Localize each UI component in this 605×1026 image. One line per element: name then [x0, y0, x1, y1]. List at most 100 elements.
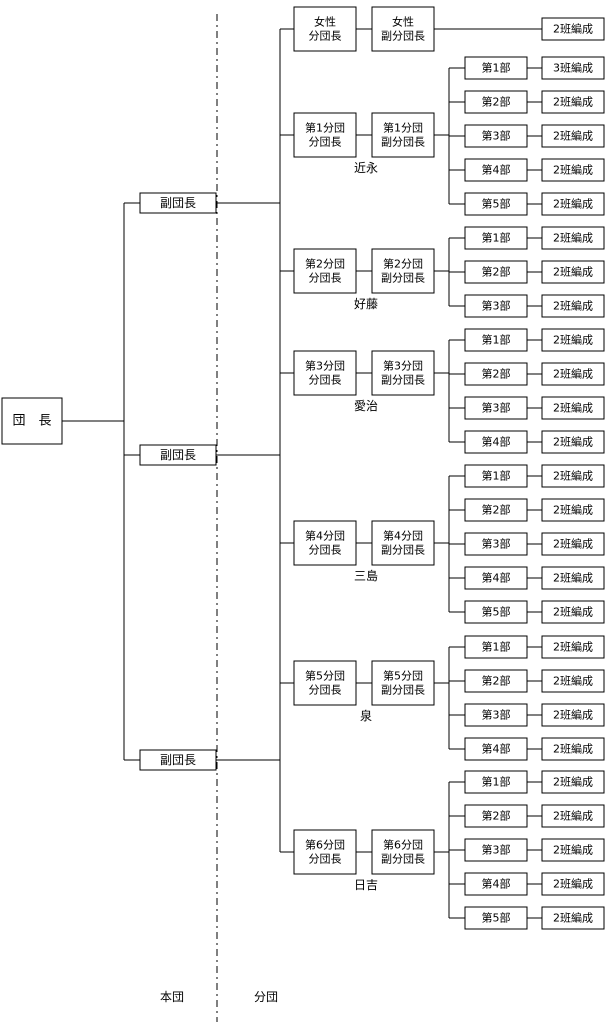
team-node-label: 2班編成	[553, 674, 593, 688]
unit-node-box	[464, 464, 528, 488]
unit-node-label: 第3部	[482, 537, 511, 551]
branch-area-label: 泉	[360, 709, 372, 723]
unit-node-label: 第4部	[482, 877, 511, 891]
team-node-box	[541, 362, 605, 386]
unit-node-box	[464, 872, 528, 896]
vice-head-node-box	[139, 192, 217, 214]
branch-chief-node-label: 第1分団	[305, 121, 345, 135]
unit-node: 第2部	[464, 669, 528, 693]
unit-node-label: 第3部	[482, 843, 511, 857]
unit-node-box	[464, 396, 528, 420]
branch-vice-node-label: 副分団長	[381, 136, 425, 149]
team-node-box	[541, 396, 605, 420]
team-node-box	[541, 532, 605, 556]
branch-area-label: 愛治	[354, 399, 378, 413]
unit-node-box	[464, 192, 528, 216]
branch-vice-node-box	[371, 350, 435, 396]
unit-node: 第5部	[464, 906, 528, 930]
unit-node-box	[464, 498, 528, 522]
team-node-label: 2班編成	[553, 22, 593, 36]
branch-vice-node-label: 第6分団	[383, 838, 423, 852]
unit-node-box	[464, 703, 528, 727]
unit-node-label: 第3部	[482, 129, 511, 143]
unit-node-box	[464, 226, 528, 250]
unit-node-box	[464, 532, 528, 556]
team-node-label: 2班編成	[553, 503, 593, 517]
unit-node-box	[464, 124, 528, 148]
unit-node: 第1部	[464, 464, 528, 488]
branch-chief-node-label: 第6分団	[305, 838, 345, 852]
branch-vice-node-label: 副分団長	[381, 30, 425, 43]
unit-node-label: 第1部	[482, 231, 511, 245]
branch-chief-node-box	[293, 520, 357, 566]
branch-chief-node-label: 第5分団	[305, 669, 345, 683]
unit-node-label: 第5部	[482, 197, 511, 211]
team-node-label: 2班編成	[553, 571, 593, 585]
team-node: 2班編成	[541, 600, 605, 624]
unit-node-box	[464, 566, 528, 590]
team-node-box	[541, 226, 605, 250]
branch-vice-node-label: 第1分団	[383, 121, 423, 135]
head-node-label: 団 長	[12, 414, 51, 429]
unit-node-box	[464, 804, 528, 828]
team-node-box	[541, 906, 605, 930]
team-node-label: 2班編成	[553, 129, 593, 143]
team-node-box	[541, 260, 605, 284]
unit-node-box	[464, 260, 528, 284]
unit-node: 第4部	[464, 872, 528, 896]
team-node-box	[541, 566, 605, 590]
team-node-label: 2班編成	[553, 333, 593, 347]
unit-node-box	[464, 838, 528, 862]
branch-chief-node-label: 女性	[314, 15, 336, 29]
team-node-label: 2班編成	[553, 775, 593, 789]
team-node-label: 2班編成	[553, 401, 593, 415]
unit-node: 第1部	[464, 56, 528, 80]
team-node: 2班編成	[541, 635, 605, 659]
unit-node-box	[464, 600, 528, 624]
team-node-box	[541, 737, 605, 761]
unit-node: 第2部	[464, 260, 528, 284]
team-node-label: 2班編成	[553, 197, 593, 211]
branch-chief-node-box	[293, 660, 357, 706]
vice-head-node-label: 副団長	[160, 448, 196, 462]
team-node-label: 2班編成	[553, 742, 593, 756]
branch-vice-node-label: 副分団長	[381, 374, 425, 387]
unit-node: 第1部	[464, 328, 528, 352]
unit-node-label: 第1部	[482, 775, 511, 789]
unit-node-label: 第3部	[482, 299, 511, 313]
vice-head-node: 副団長	[139, 444, 217, 466]
team-node-box	[541, 804, 605, 828]
section-label-branch: 分団	[254, 990, 278, 1004]
unit-node-box	[464, 770, 528, 794]
unit-node: 第2部	[464, 804, 528, 828]
team-node: 2班編成	[541, 804, 605, 828]
branch-chief-node-label: 分団長	[309, 30, 342, 43]
unit-node-label: 第1部	[482, 61, 511, 75]
unit-node: 第2部	[464, 362, 528, 386]
unit-node-label: 第2部	[482, 674, 511, 688]
team-node: 2班編成	[541, 669, 605, 693]
branch-chief-node-box	[293, 829, 357, 875]
team-node-label: 2班編成	[553, 537, 593, 551]
branch-vice-node-box	[371, 829, 435, 875]
branch-chief-node-label: 第2分団	[305, 257, 345, 271]
team-node-label: 2班編成	[553, 708, 593, 722]
section-label-main: 本団	[160, 990, 184, 1004]
vice-head-node-box	[139, 444, 217, 466]
team-node-label: 2班編成	[553, 299, 593, 313]
branch-vice-node-box	[371, 112, 435, 158]
team-node: 2班編成	[541, 362, 605, 386]
head-node: 団 長	[1, 397, 63, 445]
branch-area-label: 好藤	[354, 297, 378, 311]
branch-vice-node-label: 第4分団	[383, 529, 423, 543]
unit-node-box	[464, 669, 528, 693]
team-node-label: 2班編成	[553, 469, 593, 483]
branch-area-label: 三島	[354, 568, 378, 583]
team-node-box	[541, 328, 605, 352]
branch-vice-node-label: 第2分団	[383, 257, 423, 271]
